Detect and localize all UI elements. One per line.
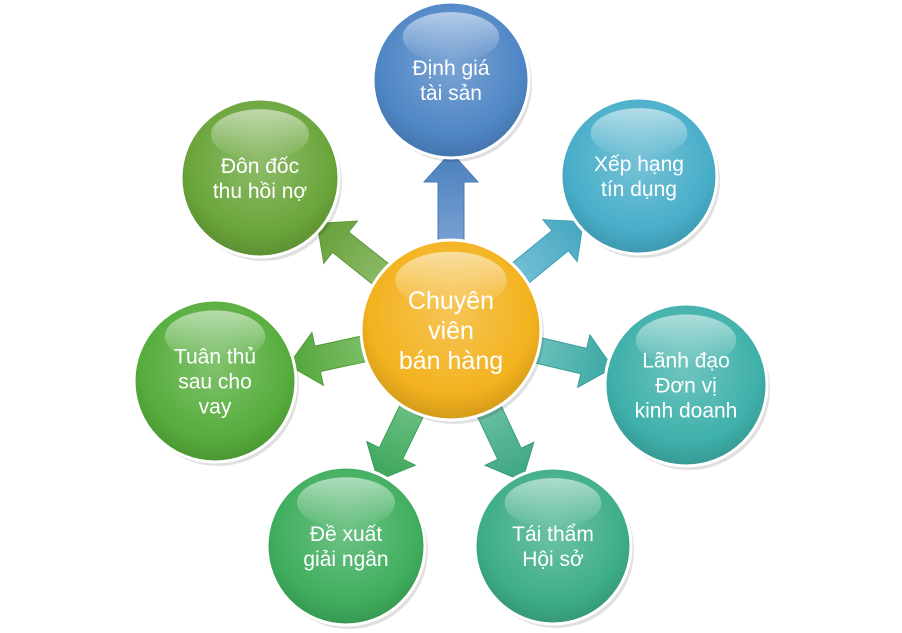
arrow-0 bbox=[422, 151, 480, 253]
